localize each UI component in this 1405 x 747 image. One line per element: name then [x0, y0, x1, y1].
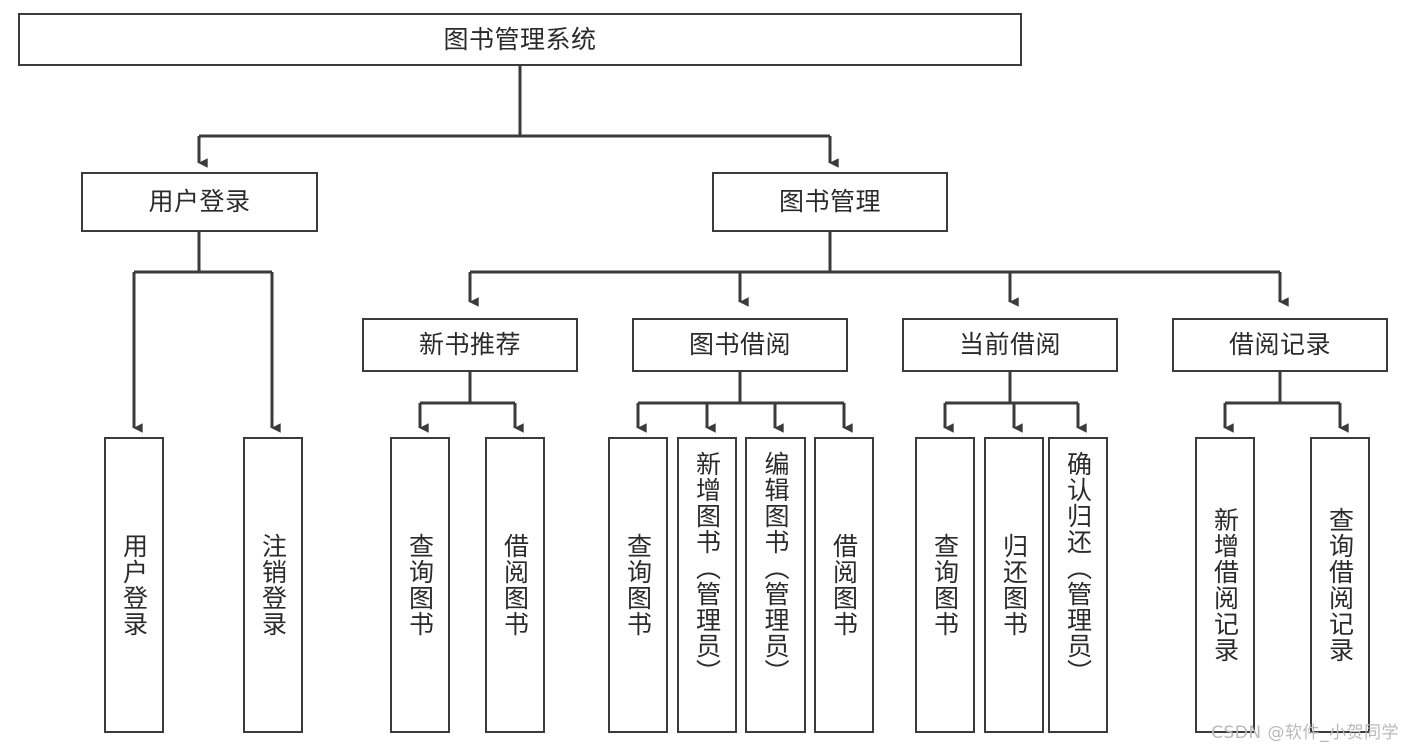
- node-label: 注销登录: [258, 533, 288, 637]
- node-root-system[interactable]: 图书管理系统: [18, 13, 1022, 66]
- node-label: 新增图书（管理员）: [692, 451, 722, 685]
- node-label: 编辑图书（管理员）: [761, 451, 790, 685]
- node-current-borrow[interactable]: 当前借阅: [902, 318, 1118, 372]
- node-new-book-recommend[interactable]: 新书推荐: [362, 318, 578, 372]
- leaf-borrow-query-book[interactable]: 查询图书: [608, 437, 668, 733]
- leaf-user-login-logout[interactable]: 注销登录: [243, 437, 303, 733]
- node-label: 图书借阅: [688, 330, 791, 360]
- node-label: 用户登录: [148, 187, 251, 217]
- node-label: 查询图书: [405, 533, 435, 637]
- node-label: 当前借阅: [958, 330, 1061, 360]
- node-label: 借阅图书: [829, 533, 859, 637]
- leaf-recommend-query-book[interactable]: 查询图书: [390, 437, 450, 733]
- leaf-current-confirm-return-admin[interactable]: 确认归还（管理员）: [1048, 437, 1108, 733]
- node-book-management[interactable]: 图书管理: [712, 172, 948, 232]
- node-label: 新增借阅记录: [1210, 507, 1240, 663]
- leaf-current-query-book[interactable]: 查询图书: [915, 437, 975, 733]
- node-label: 查询借阅记录: [1325, 507, 1355, 663]
- node-label: 查询图书: [623, 533, 653, 637]
- node-label: 用户登录: [119, 533, 149, 637]
- leaf-borrow-borrow-book[interactable]: 借阅图书: [814, 437, 874, 733]
- leaf-recommend-borrow-book[interactable]: 借阅图书: [485, 437, 545, 733]
- node-book-borrow[interactable]: 图书借阅: [632, 318, 848, 372]
- node-label: 归还图书: [999, 533, 1029, 637]
- leaf-user-login-login[interactable]: 用户登录: [104, 437, 164, 733]
- leaf-borrow-add-book-admin[interactable]: 新增图书（管理员）: [677, 437, 737, 733]
- node-label: 新书推荐: [418, 330, 521, 360]
- leaf-record-query-record[interactable]: 查询借阅记录: [1310, 437, 1370, 733]
- leaf-record-add-record[interactable]: 新增借阅记录: [1195, 437, 1255, 733]
- node-borrow-record[interactable]: 借阅记录: [1172, 318, 1388, 372]
- node-user-login[interactable]: 用户登录: [81, 172, 318, 232]
- node-label: 图书管理系统: [443, 24, 597, 54]
- csdn-watermark: CSDN @软件_小贺同学: [1211, 723, 1399, 743]
- node-label: 确认归还（管理员）: [1063, 451, 1093, 685]
- node-label: 借阅记录: [1228, 330, 1331, 360]
- leaf-borrow-edit-book-admin[interactable]: 编辑图书（管理员）: [745, 437, 806, 733]
- node-label: 图书管理: [778, 187, 881, 217]
- node-label: 查询图书: [930, 533, 960, 637]
- leaf-current-return-book[interactable]: 归还图书: [984, 437, 1044, 733]
- node-label: 借阅图书: [500, 533, 530, 637]
